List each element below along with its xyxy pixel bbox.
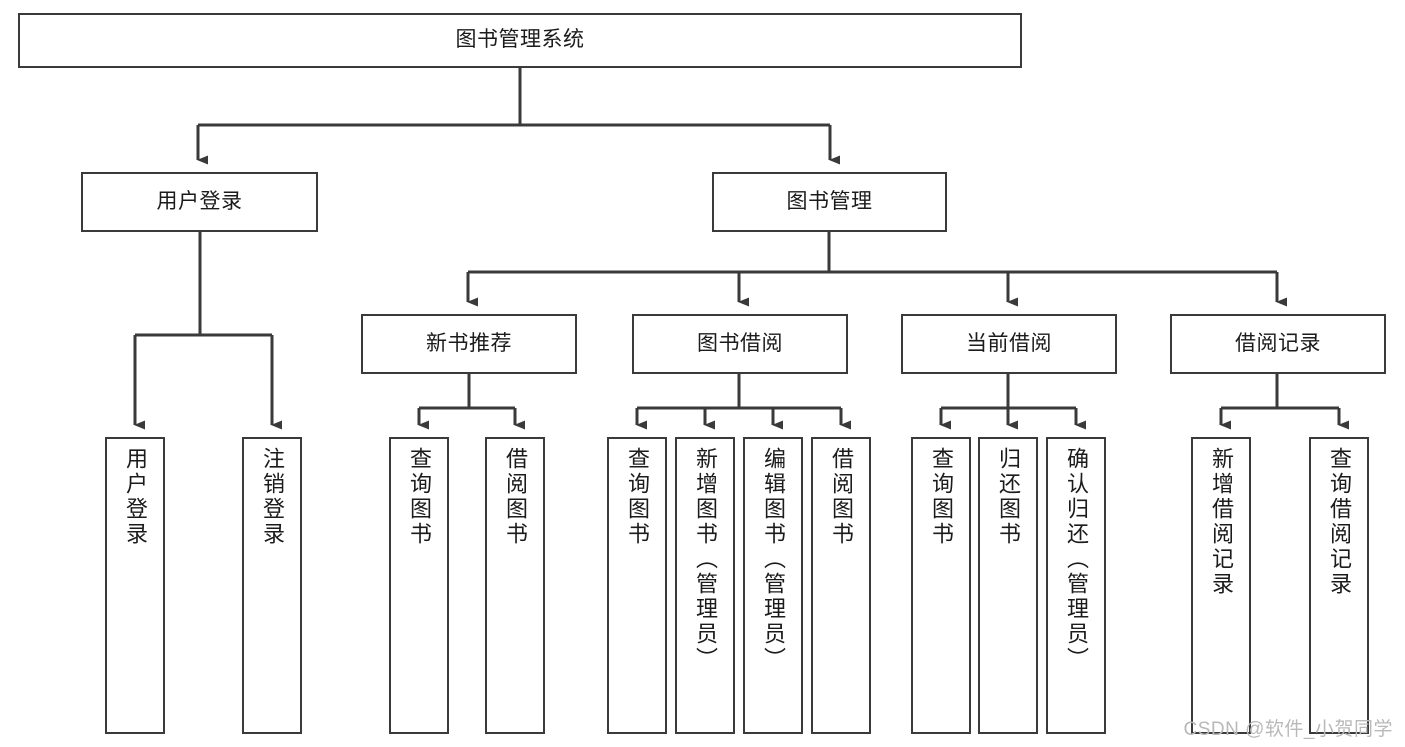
node-book-manage-label: 图书管理	[786, 189, 873, 213]
leaf-add-book[interactable]: 新增图书（管理员）	[675, 437, 735, 734]
leaf-query-record-label: 查询借阅记录	[1327, 447, 1352, 597]
leaf-query-book-3-label: 查询图书	[929, 447, 954, 547]
leaf-borrow-book-2-label: 借阅图书	[829, 447, 854, 547]
leaf-return-book-label: 归还图书	[996, 447, 1021, 547]
leaf-query-book-2-label: 查询图书	[625, 447, 650, 547]
node-user-login[interactable]: 用户登录	[81, 172, 318, 232]
node-new-book-recommend-label: 新书推荐	[426, 331, 512, 355]
node-user-login-label: 用户登录	[156, 189, 243, 213]
leaf-query-book-2[interactable]: 查询图书	[607, 437, 667, 734]
leaf-confirm-return-label: 确认归还（管理员）	[1064, 447, 1089, 672]
leaf-borrow-book-1-label: 借阅图书	[503, 447, 528, 547]
node-book-borrow[interactable]: 图书借阅	[632, 314, 848, 374]
node-new-book-recommend[interactable]: 新书推荐	[361, 314, 577, 374]
node-borrow-record-label: 借阅记录	[1235, 331, 1321, 355]
leaf-logout-login-label: 注销登录	[260, 447, 285, 547]
leaf-add-book-label: 新增图书（管理员）	[693, 447, 718, 672]
leaf-confirm-return[interactable]: 确认归还（管理员）	[1046, 437, 1106, 734]
leaf-logout-login[interactable]: 注销登录	[242, 437, 302, 734]
leaf-query-book-3[interactable]: 查询图书	[911, 437, 971, 734]
leaf-borrow-book-2[interactable]: 借阅图书	[811, 437, 871, 734]
node-book-manage[interactable]: 图书管理	[712, 172, 947, 232]
node-book-borrow-label: 图书借阅	[697, 331, 783, 355]
leaf-edit-book-label: 编辑图书（管理员）	[761, 447, 786, 672]
node-current-borrow-label: 当前借阅	[966, 331, 1052, 355]
leaf-user-login-label: 用户登录	[123, 447, 148, 547]
node-root[interactable]: 图书管理系统	[18, 13, 1022, 68]
leaf-query-book-1-label: 查询图书	[407, 447, 432, 547]
leaf-add-record-label: 新增借阅记录	[1209, 447, 1234, 597]
node-root-label: 图书管理系统	[455, 28, 585, 52]
leaf-edit-book[interactable]: 编辑图书（管理员）	[743, 437, 803, 734]
node-borrow-record[interactable]: 借阅记录	[1170, 314, 1386, 374]
leaf-return-book[interactable]: 归还图书	[978, 437, 1038, 734]
leaf-user-login[interactable]: 用户登录	[105, 437, 165, 734]
leaf-borrow-book-1[interactable]: 借阅图书	[485, 437, 545, 734]
leaf-query-book-1[interactable]: 查询图书	[389, 437, 449, 734]
leaf-query-record[interactable]: 查询借阅记录	[1309, 437, 1369, 734]
watermark: CSDN @软件_小贺同学	[1183, 719, 1393, 740]
node-current-borrow[interactable]: 当前借阅	[901, 314, 1117, 374]
leaf-add-record[interactable]: 新增借阅记录	[1191, 437, 1251, 734]
